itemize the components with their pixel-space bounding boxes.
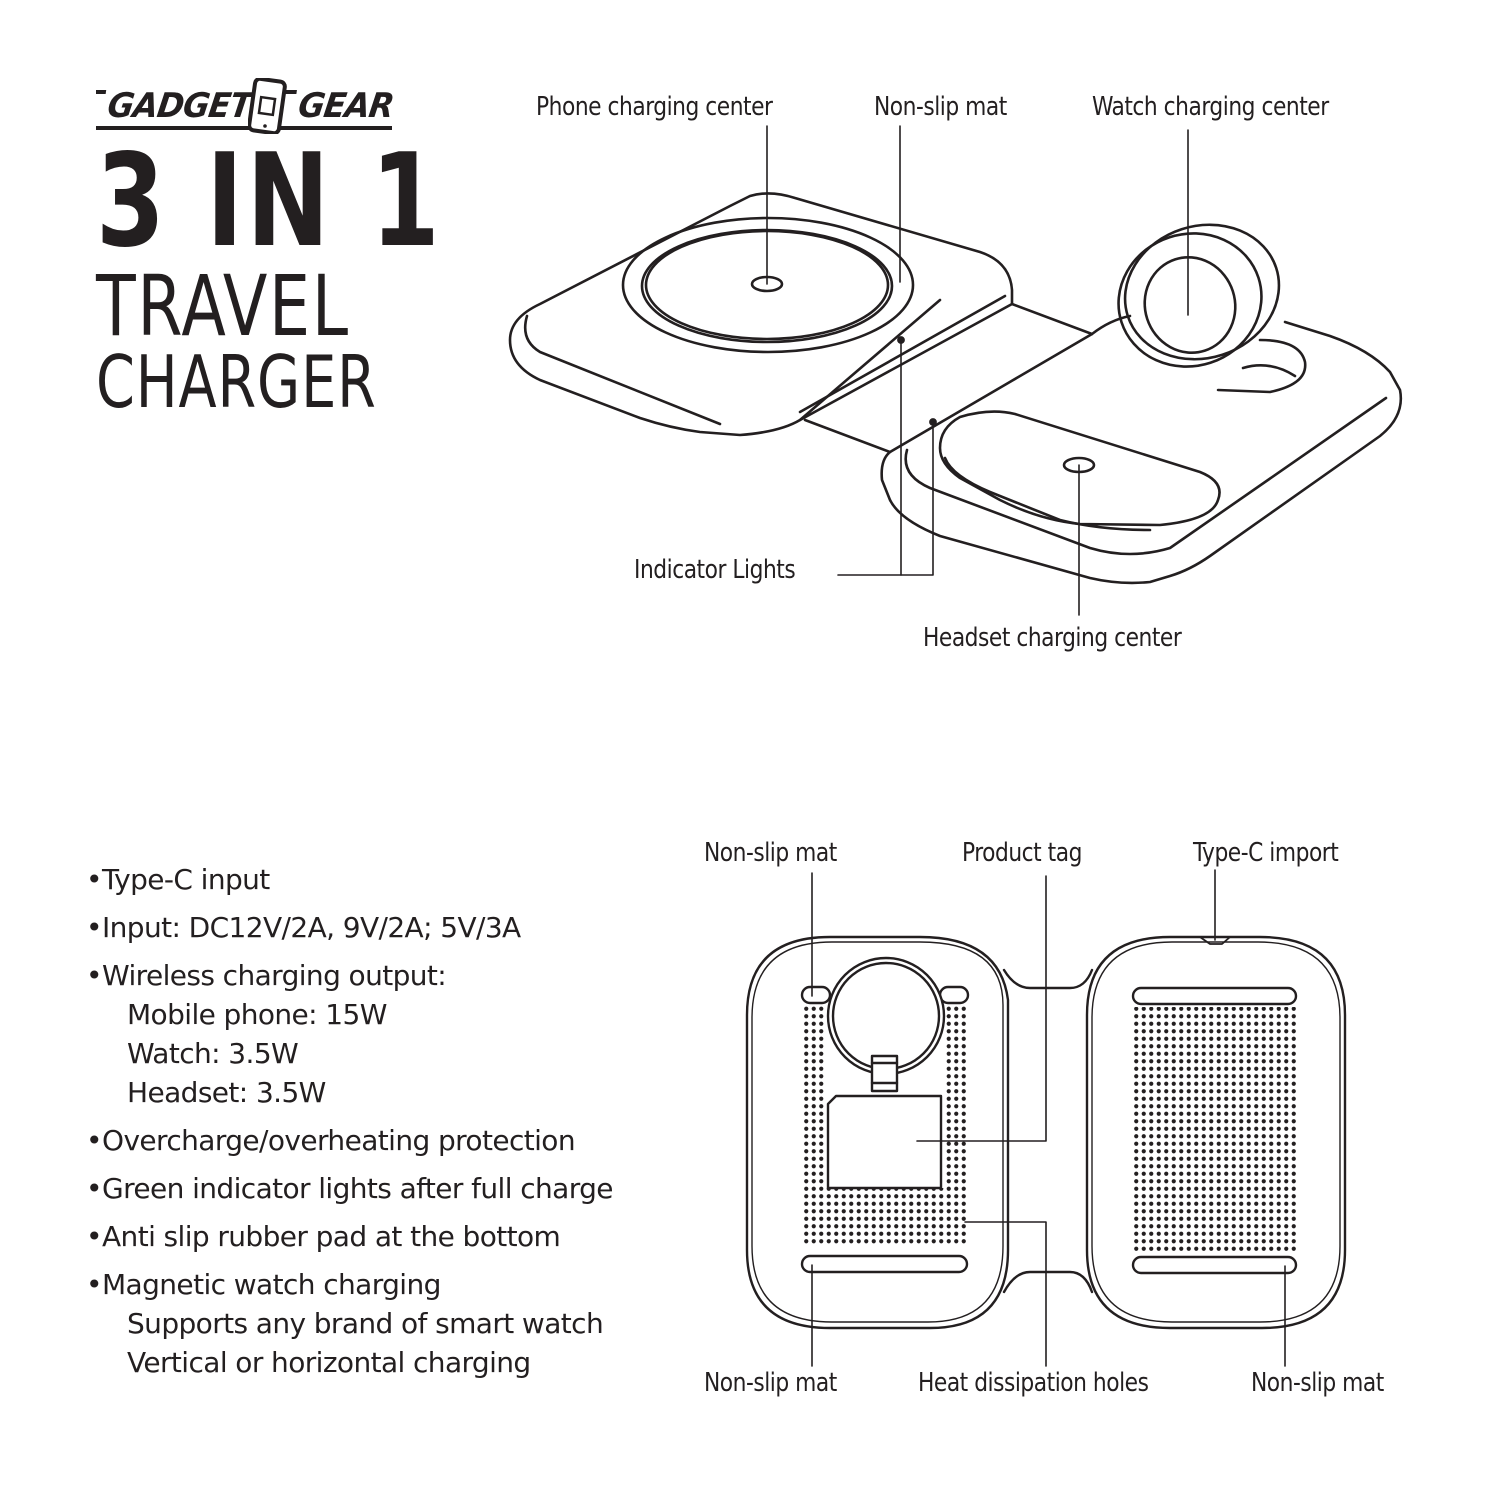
right-mat-bottom	[1131, 1255, 1298, 1275]
spec-item: •Wireless charging output:	[86, 956, 686, 995]
watch-hinge	[870, 1054, 899, 1093]
brand-logo: GADGET GEAR	[96, 78, 400, 134]
label-type-c-import: Type-C import	[1193, 838, 1339, 868]
spec-subitem: Vertical or horizontal charging	[127, 1346, 531, 1379]
label-non-slip-mat-bottom-right: Non-slip mat	[1251, 1368, 1384, 1398]
right-heat-holes	[1131, 1007, 1299, 1252]
bullet-icon: •	[86, 1220, 103, 1253]
spec-text: Type-C input	[102, 863, 270, 896]
label-non-slip-mat-bottom-top: Non-slip mat	[704, 838, 837, 868]
label-product-tag: Product tag	[962, 838, 1082, 868]
bullet-icon: •	[86, 1172, 103, 1205]
title-line-3: CHARGER	[96, 340, 377, 424]
spec-text: Overcharge/overheating protection	[102, 1124, 576, 1157]
label-watch-charging-center: Watch charging center	[1092, 92, 1329, 122]
charger-top-view-illustration	[508, 125, 1403, 616]
spec-item: •Anti slip rubber pad at the bottom	[86, 1217, 686, 1256]
spec-subitem: Mobile phone: 15W	[127, 998, 387, 1031]
right-mat-top	[1131, 986, 1298, 1006]
spec-subitem: Headset: 3.5W	[127, 1076, 326, 1109]
spec-text: Input: DC12V/2A, 9V/2A; 5V/3A	[102, 911, 521, 944]
spec-item: •Magnetic watch charging	[86, 1265, 686, 1304]
spec-subitem: Watch: 3.5W	[127, 1037, 299, 1070]
spec-subitem: Supports any brand of smart watch	[127, 1307, 604, 1340]
label-non-slip-mat-top: Non-slip mat	[874, 92, 1007, 122]
label-heat-dissipation-holes: Heat dissipation holes	[918, 1368, 1149, 1398]
label-headset-charging-center: Headset charging center	[923, 623, 1182, 653]
phone-pad-body	[508, 192, 1014, 437]
spec-text: Green indicator lights after full charge	[102, 1172, 614, 1205]
product-tag	[826, 1094, 943, 1190]
label-non-slip-mat-bottom-left: Non-slip mat	[704, 1368, 837, 1398]
watch-coil	[1143, 255, 1237, 355]
label-indicator-lights: Indicator Lights	[634, 555, 796, 585]
spec-item: •Overcharge/overheating protection	[86, 1121, 686, 1160]
spec-item: •Input: DC12V/2A, 9V/2A; 5V/3A	[86, 908, 686, 947]
phone-battery-icon	[248, 78, 287, 134]
spec-text: Wireless charging output:	[102, 959, 447, 992]
label-phone-charging-center: Phone charging center	[536, 92, 773, 122]
left-pad-outline	[745, 935, 1010, 1330]
spec-text: Magnetic watch charging	[102, 1268, 441, 1301]
bullet-icon: •	[86, 959, 103, 992]
type-c-port	[1199, 936, 1231, 945]
spec-item: •Type-C input	[86, 860, 686, 899]
spec-list: •Type-C input •Input: DC12V/2A, 9V/2A; 5…	[86, 860, 686, 1382]
bullet-icon: •	[86, 1268, 103, 1301]
spec-item: •Green indicator lights after full charg…	[86, 1169, 686, 1208]
bullet-icon: •	[86, 911, 103, 944]
title-line-1: 3 IN 1	[96, 127, 444, 276]
title-line-2: TRAVEL	[96, 257, 350, 355]
left-mat-bottom	[800, 1254, 969, 1274]
bullet-icon: •	[86, 1124, 103, 1157]
bullet-icon: •	[86, 863, 103, 896]
logo-rule-bottom	[96, 126, 392, 130]
left-mat-top-right	[938, 985, 970, 1005]
watch-puck-outer	[1123, 223, 1281, 361]
left-mat-top-left	[800, 985, 832, 1005]
watch-headset-pad-body	[880, 320, 1403, 585]
spec-text: Anti slip rubber pad at the bottom	[102, 1220, 561, 1253]
right-pad-outline	[1085, 935, 1347, 1330]
